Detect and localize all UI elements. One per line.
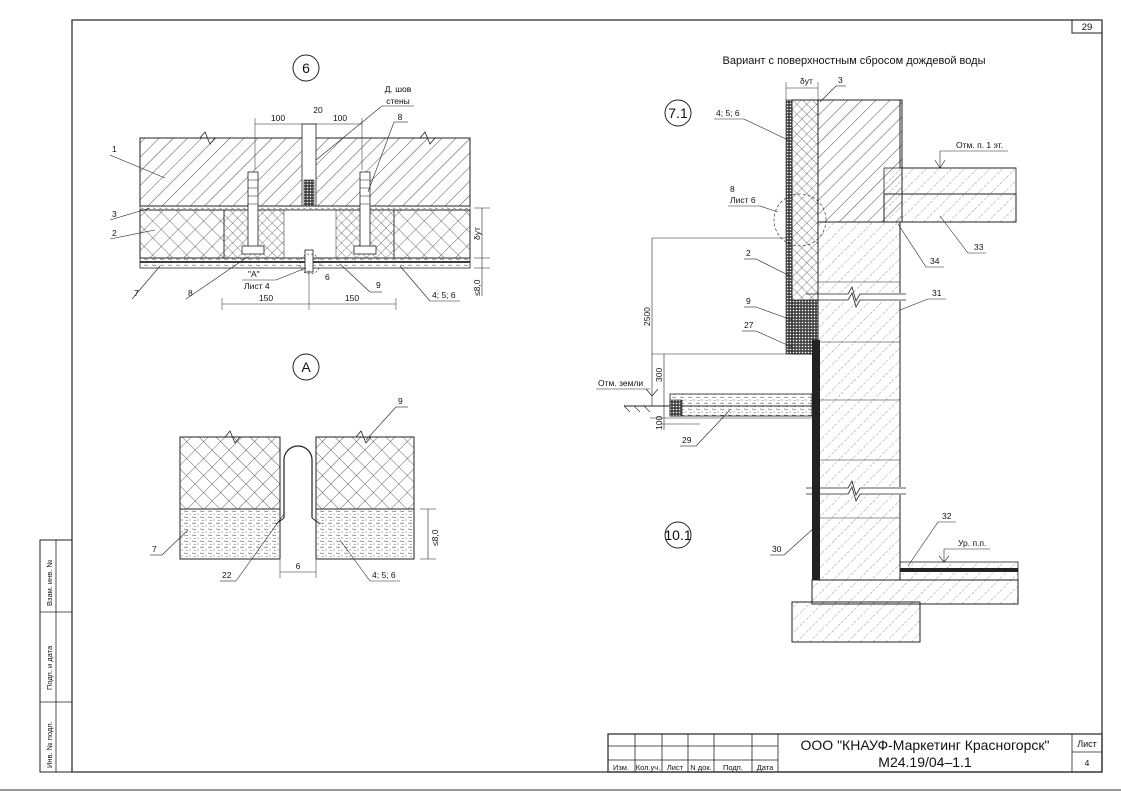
A-label-456: 4; 5; 6 (372, 570, 396, 580)
callout-8-circle (773, 193, 827, 247)
floor-slab (883, 193, 1017, 223)
dim-100: 100 (654, 416, 664, 430)
dim-100-left: 100 (271, 113, 285, 123)
detail-6-marker: 6 (302, 60, 310, 76)
label-9: 9 (746, 296, 751, 306)
col-kol: Кол.уч. (636, 763, 661, 772)
label-32: 32 (942, 511, 952, 521)
detail-10-1-marker: 10.1 (664, 527, 691, 543)
seam-label-1: Д. шов (385, 84, 412, 94)
floor-level: Ур. п.п. (958, 538, 986, 548)
label-delta: δут (800, 76, 813, 86)
dim-150-right: 150 (345, 293, 359, 303)
le-8: ≤8,0 (472, 279, 482, 296)
sheet-label: Лист (1077, 739, 1097, 749)
label-33: 33 (974, 242, 984, 252)
drawing-code: М24.19/04–1.1 (878, 754, 972, 770)
floor-mark: Отм. п. 1 эт. (956, 140, 1003, 150)
seam-label-2: стены (386, 96, 410, 106)
label-8-top: 8 (398, 112, 403, 122)
label-30: 30 (772, 544, 782, 554)
label-8-bottom: 8 (188, 288, 193, 298)
detail-6-marker-circle (292, 54, 320, 82)
detail-10-1-marker-circle (664, 521, 692, 549)
seam-filler (303, 179, 315, 207)
label-2: 2 (746, 248, 751, 258)
callout-sheet-4: Лист 4 (244, 281, 270, 291)
col-ndok: N док. (690, 763, 711, 772)
A-label-9: 9 (398, 396, 403, 406)
label-29: 29 (682, 435, 692, 445)
blind-area (669, 393, 813, 417)
masonry-wall (817, 221, 901, 581)
top-sheet-box (1071, 19, 1103, 34)
foundation-top (811, 579, 1019, 605)
stamp-sign-date: Подп. и дата (45, 645, 54, 690)
label-1: 1 (112, 144, 117, 154)
dim-2500: 2500 (642, 307, 652, 326)
dim-20: 20 (313, 105, 323, 115)
glue-layer (139, 205, 471, 211)
label-9: 9 (376, 280, 381, 290)
delta-ut: δут (472, 227, 482, 240)
sheet-number: 4 (1085, 758, 1090, 768)
title-block: Изм. Кол.уч. Лист N док. Подп. Дата ООО … (607, 733, 1103, 773)
ground-mark: Отм. земли (598, 378, 643, 388)
detail-A: А 9 7 22 4; 5; 6 6 ≤8,0 (150, 353, 440, 582)
dowel-left (241, 171, 265, 255)
A-gap: 6 (296, 561, 301, 571)
basement-wall (812, 340, 820, 580)
A-le-8: ≤8,0 (430, 529, 440, 546)
detail-A-marker: А (301, 359, 311, 375)
joint-profile (304, 249, 314, 273)
stamp-inv-orig: Инв. № подл. (45, 721, 54, 768)
stamp-inv-repl: Взам. инв. № (45, 560, 54, 606)
label-456: 4; 5; 6 (432, 290, 456, 300)
label-8: 8 (730, 184, 735, 194)
A-label-22: 22 (222, 570, 232, 580)
foundation (791, 601, 921, 643)
label-27: 27 (744, 320, 754, 330)
facade-plaster (785, 99, 793, 355)
detail-A-marker-circle (292, 353, 320, 381)
top-sheet-number: 29 (1082, 22, 1093, 33)
callout-A-circle (299, 253, 321, 275)
company-name: ООО "КНАУФ-Маркетинг Красногорск" (801, 737, 1050, 753)
col-izm: Изм. (613, 763, 629, 772)
label-sheet-6: Лист 6 (730, 195, 756, 205)
sheet-frame (71, 19, 1103, 773)
label-456-top: 4; 5; 6 (716, 108, 740, 118)
A-label-7: 7 (152, 544, 157, 554)
detail-6: 6 100 (109, 54, 490, 310)
col-podp: Подп. (723, 763, 743, 772)
label-3-top: 3 (838, 75, 843, 85)
joint-profile-u (283, 445, 313, 518)
dim-300: 300 (654, 368, 664, 382)
label-34: 34 (930, 256, 940, 266)
label-7: 7 (134, 288, 139, 298)
side-stamp: Инв. № подл. Подп. и дата Взам. инв. № (39, 539, 73, 773)
detail-7-1: Вариант с поверхностным сбросом дождевой… (596, 55, 1019, 643)
col-data: Дата (757, 763, 774, 772)
col-list: Лист (667, 763, 684, 772)
detail-7-1-marker-circle (664, 99, 692, 127)
label-31: 31 (932, 288, 942, 298)
gap-6: 6 (325, 272, 330, 282)
floor-structure (883, 167, 1017, 195)
dim-100-right: 100 (333, 113, 347, 123)
detail-7-1-title: Вариант с поверхностным сбросом дождевой… (723, 55, 986, 67)
blind-area-curb (669, 399, 683, 417)
label-2: 2 (112, 228, 117, 238)
label-3: 3 (112, 209, 117, 219)
detail-7-1-marker: 7.1 (668, 105, 688, 121)
callout-A: "А" (248, 269, 260, 279)
dim-150-left: 150 (259, 293, 273, 303)
dowel-right (353, 171, 377, 255)
